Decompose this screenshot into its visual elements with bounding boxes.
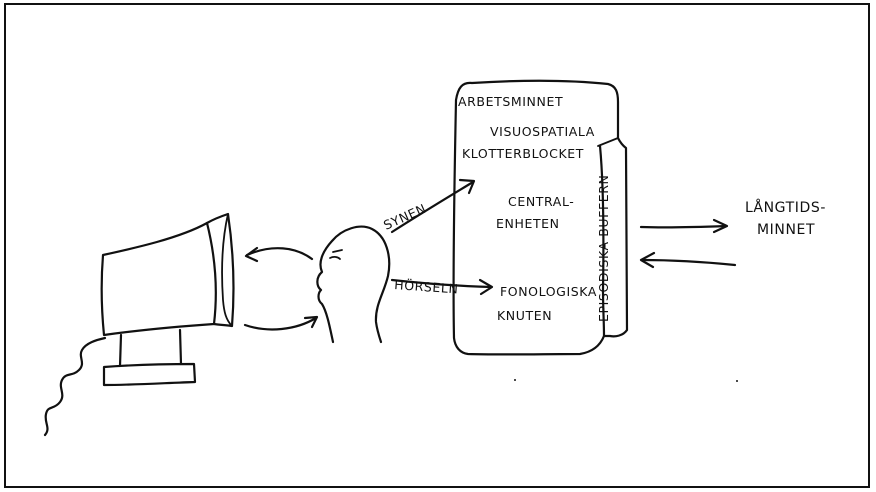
arrow-from-long-term-memory — [642, 260, 735, 265]
label-arbetsminnet: ARBETSMINNET — [458, 94, 563, 109]
arrow-to-long-term-memory — [641, 226, 726, 227]
label-klotterblocket: KLOTTERBLOCKET — [462, 146, 584, 161]
person-head — [317, 227, 389, 342]
label-enheten: ENHETEN — [496, 216, 560, 231]
label-minnet: MINNET — [757, 222, 815, 238]
label-fonologiska: FONOLOGISKA — [500, 284, 597, 299]
label-langtids: LÅNGTIDS- — [745, 199, 826, 216]
arrowhead-to-monitor — [246, 248, 257, 261]
label-synen: SYNEN — [381, 201, 428, 233]
label-visuospatiala: VISUOSPATIALA — [490, 124, 595, 139]
label-episodiska-buffern: EPISODISKA BUFFERN — [596, 175, 611, 322]
label-horseln: HÖRSELN — [394, 276, 459, 296]
label-knuten: KNUTEN — [497, 308, 552, 323]
computer-monitor — [45, 214, 233, 435]
arrow-head-to-monitor — [247, 248, 312, 259]
label-central: CENTRAL- — [508, 194, 574, 209]
arrow-monitor-to-head — [245, 318, 316, 329]
